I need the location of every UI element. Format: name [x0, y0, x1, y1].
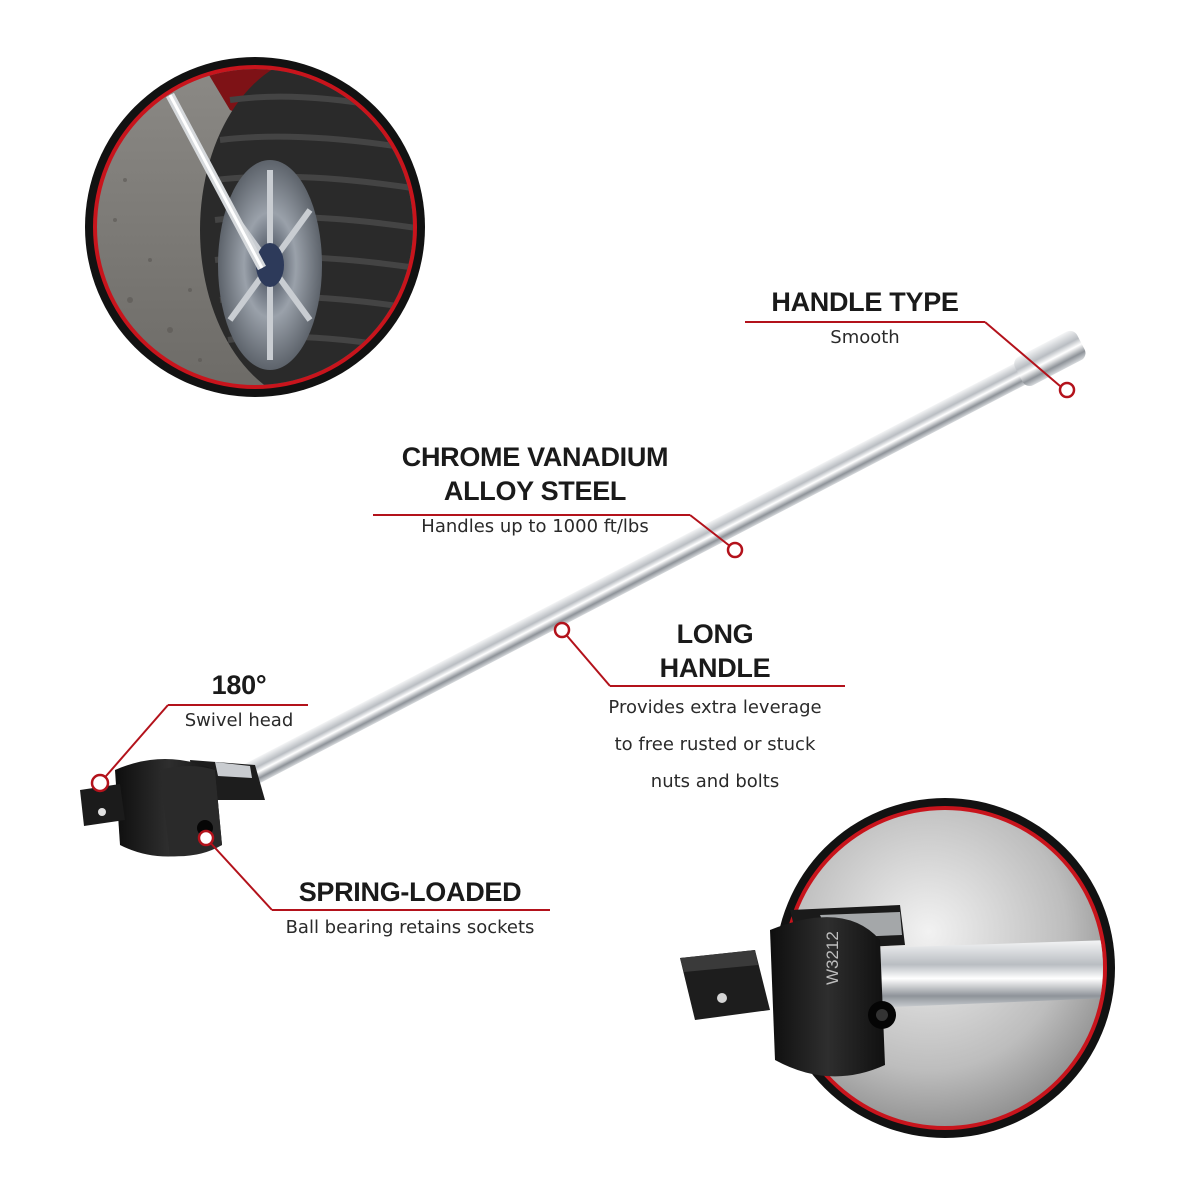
- long-title-line1: LONG: [676, 619, 754, 649]
- chrome-title-line2: ALLOY STEEL: [443, 476, 627, 506]
- long-desc-line1: Provides extra leverage: [608, 697, 822, 718]
- swivel-title: 180°: [211, 670, 267, 700]
- callout-spring-loaded: SPRING-LOADED Ball bearing retains socke…: [265, 875, 555, 942]
- head-closeup-photo: [680, 798, 1115, 1138]
- head-marking-text: W3212: [823, 931, 842, 985]
- callout-chrome-vanadium: CHROME VANADIUM ALLOY STEEL Handles up t…: [380, 440, 690, 541]
- callout-dots: [90, 381, 1076, 847]
- spring-title: SPRING-LOADED: [298, 877, 522, 907]
- long-desc-line2: to free rusted or stuck: [614, 734, 816, 755]
- chrome-handle: [238, 341, 1071, 787]
- long-title-line2: HANDLE: [659, 653, 771, 683]
- handle-type-title: HANDLE TYPE: [771, 287, 959, 317]
- long-desc-line3: nuts and bolts: [650, 771, 780, 792]
- handle-end-cap: [1014, 330, 1086, 386]
- breaker-bar: [80, 330, 1086, 857]
- callout-long-handle: LONG HANDLE Provides extra leverage to f…: [590, 617, 840, 796]
- spring-desc: Ball bearing retains sockets: [285, 917, 535, 938]
- callout-leaders: [99, 321, 1061, 911]
- callout-swivel: 180° Swivel head: [155, 668, 323, 735]
- callout-handle-type: HANDLE TYPE Smooth: [760, 285, 970, 352]
- chrome-title-line1: CHROME VANADIUM: [401, 442, 669, 472]
- chrome-desc: Handles up to 1000 ft/lbs: [421, 516, 649, 537]
- swivel-desc: Swivel head: [184, 710, 294, 731]
- handle-type-desc: Smooth: [830, 327, 900, 348]
- tire-closeup-photo: [85, 57, 425, 397]
